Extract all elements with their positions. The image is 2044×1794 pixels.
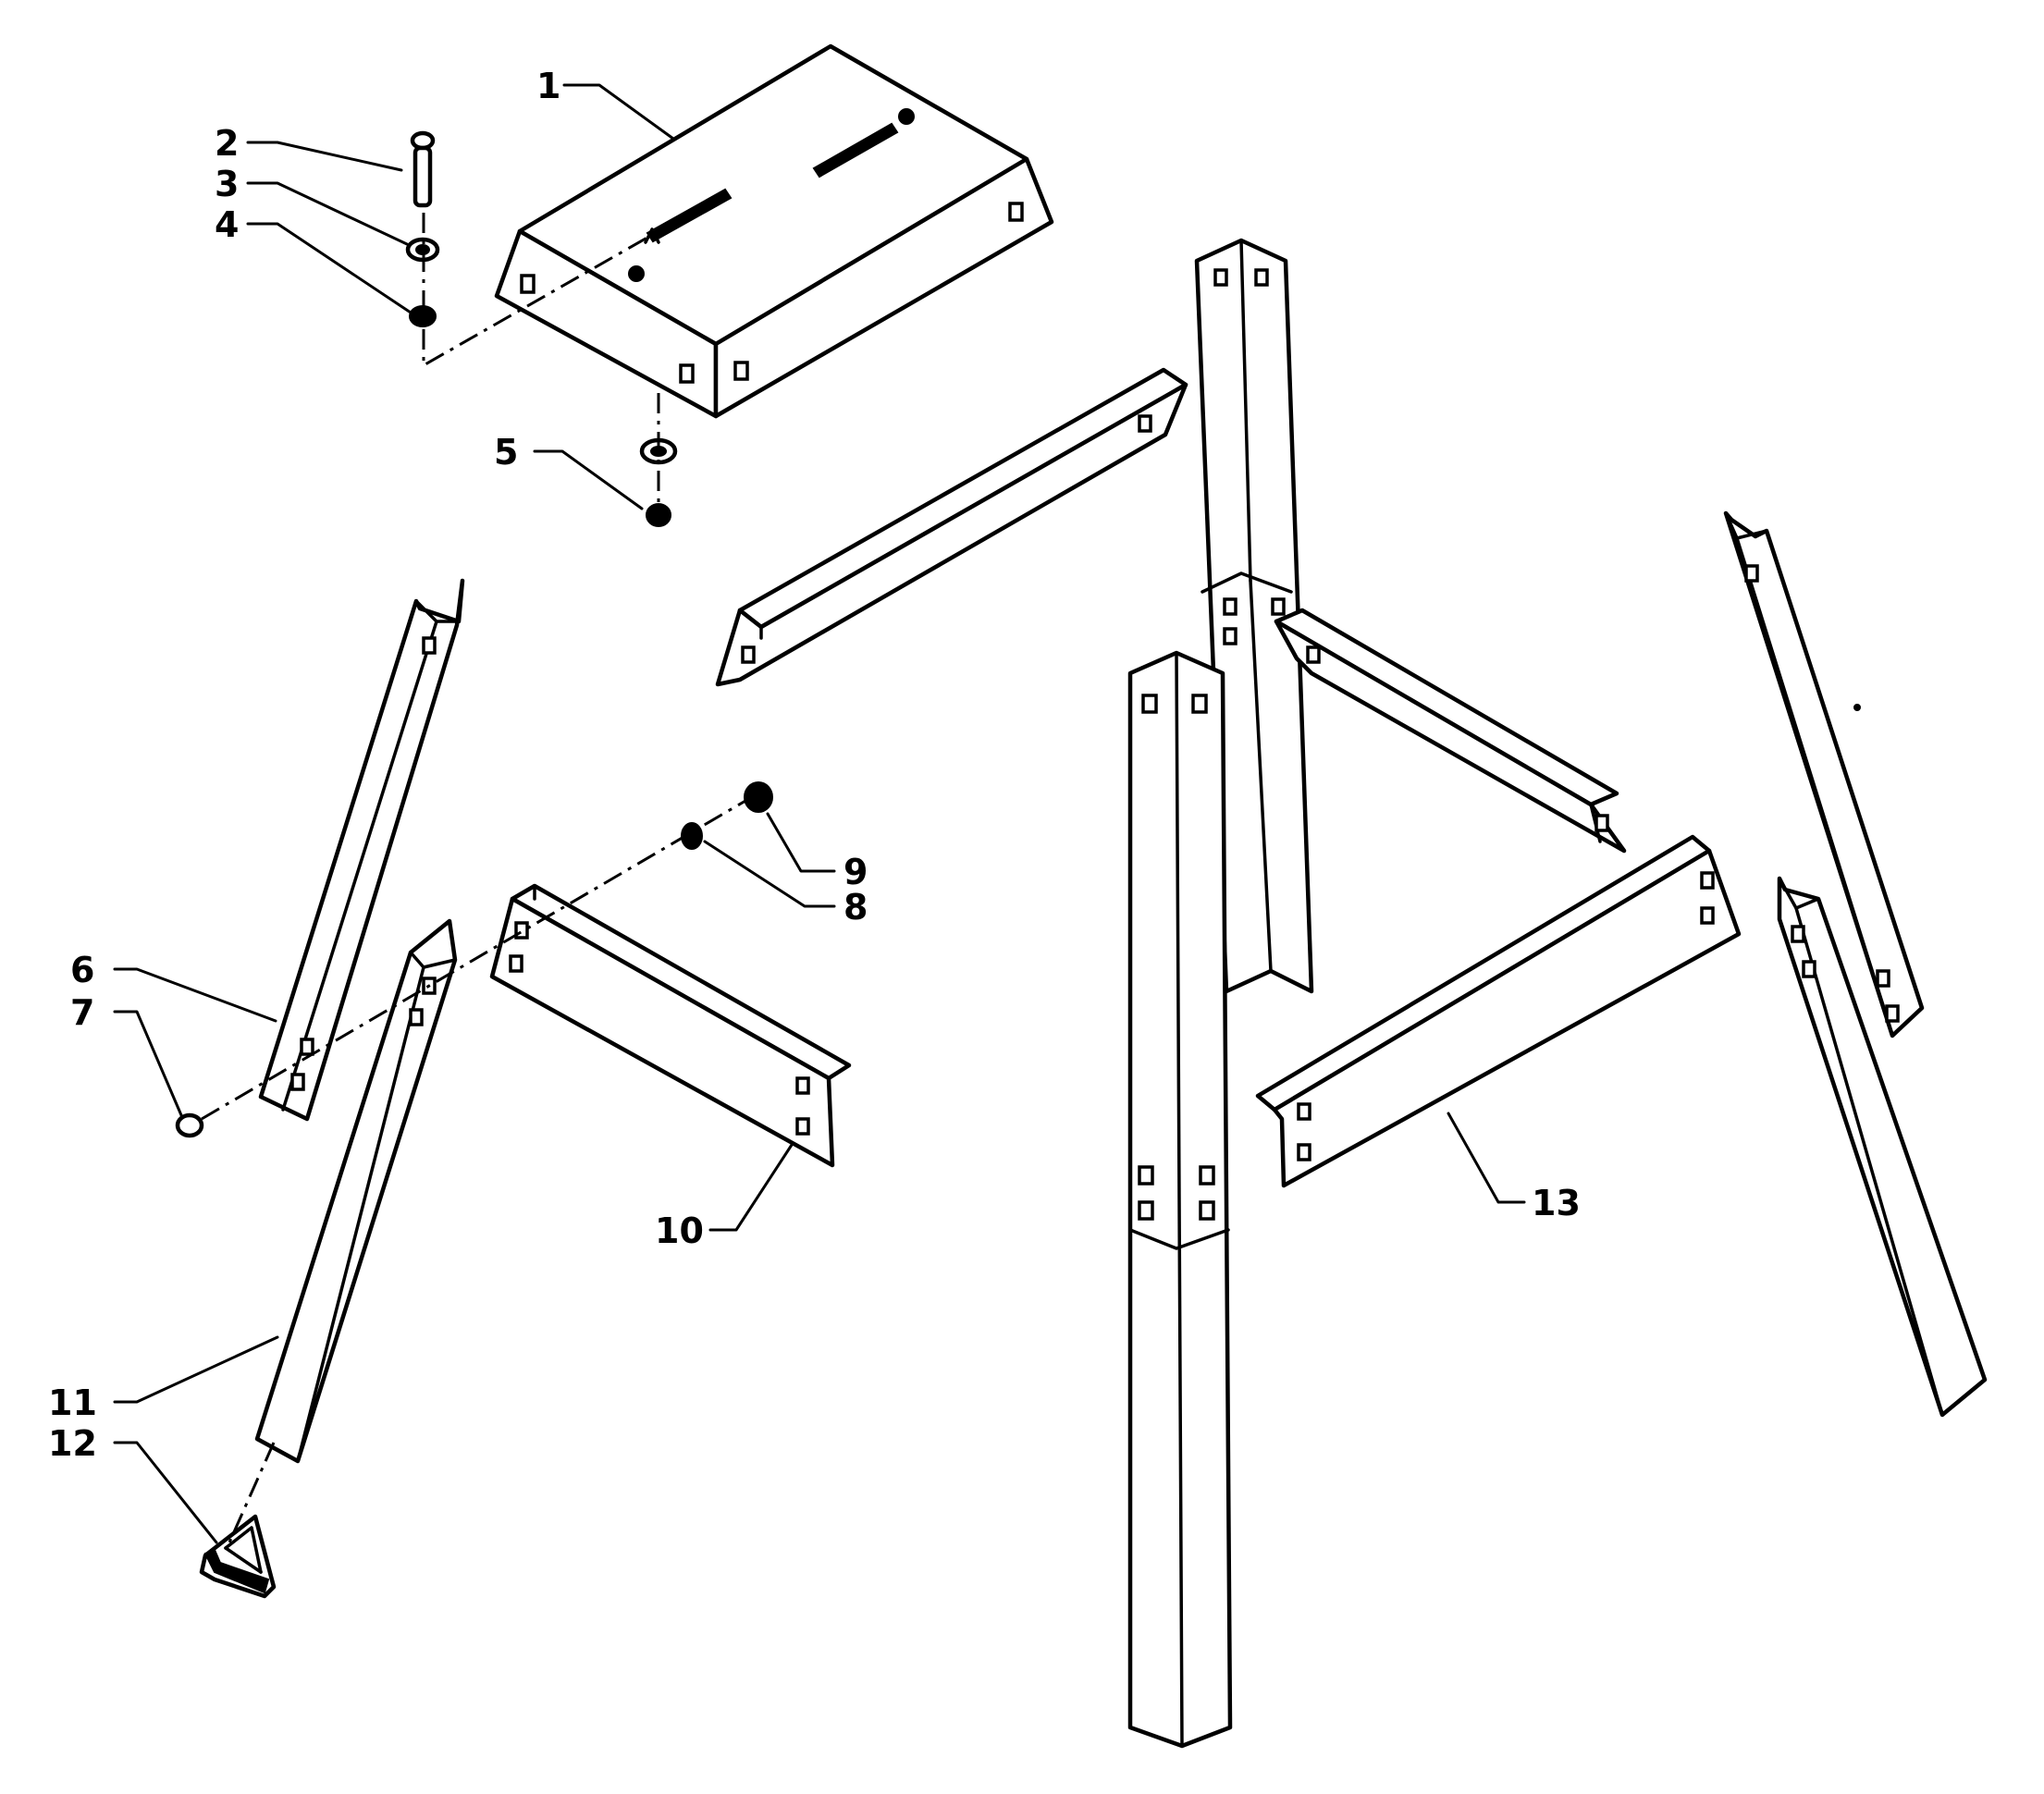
- side-brace-rear: [1274, 608, 1627, 854]
- callout-3: 3: [215, 164, 239, 204]
- top-plate: [494, 43, 1054, 419]
- callout-12: 12: [48, 1423, 97, 1464]
- callout-2: 2: [215, 123, 239, 164]
- upper-rear-brace: [715, 367, 1188, 687]
- rubber-foot: [199, 1514, 277, 1599]
- callout-11: 11: [48, 1382, 97, 1423]
- callout-10: 10: [655, 1210, 704, 1251]
- callout-4: 4: [215, 204, 239, 245]
- left-lower-leg: [254, 918, 458, 1464]
- callout-labels: 1 2 3 4 5 6 7 8 9 10 11 12 13: [48, 66, 1581, 1464]
- right-upper-leg: [1723, 510, 1925, 1038]
- callout-8: 8: [843, 887, 868, 928]
- callout-9: 9: [843, 852, 868, 892]
- carriage-bolt: [410, 130, 436, 208]
- callout-13: 13: [1532, 1183, 1581, 1223]
- front-leg: [1127, 650, 1233, 1749]
- lower-side-brace: [1255, 834, 1742, 1188]
- callout-6: 6: [70, 950, 94, 990]
- nut-5: [646, 503, 671, 527]
- left-upper-leg: [258, 578, 465, 1122]
- callout-7: 7: [70, 992, 94, 1033]
- callout-1: 1: [536, 66, 560, 106]
- right-lower-leg: [1777, 876, 1988, 1418]
- nut-9: [744, 781, 773, 813]
- leader-lines: [113, 83, 1526, 1544]
- carriage-bolt-7: [175, 1112, 204, 1138]
- left-brace: [489, 883, 852, 1168]
- callout-5: 5: [494, 432, 518, 473]
